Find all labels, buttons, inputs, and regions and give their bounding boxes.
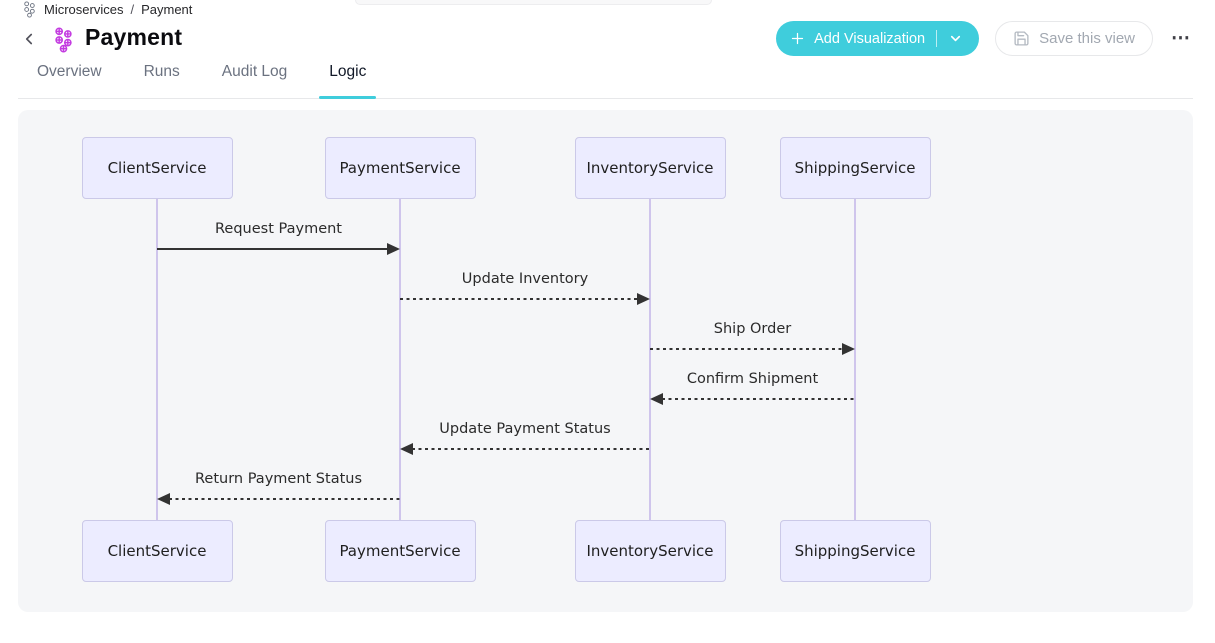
back-button[interactable] — [20, 29, 40, 49]
tab-overview[interactable]: Overview — [37, 63, 102, 80]
participant-box: ClientService — [81, 137, 233, 199]
participant-box: InventoryService — [574, 137, 726, 199]
save-icon — [1013, 30, 1030, 47]
message-line — [662, 398, 855, 400]
message-arrowhead — [842, 343, 855, 355]
message-line — [157, 248, 388, 250]
chevron-down-icon[interactable] — [948, 31, 963, 46]
message-label: Update Inventory — [461, 271, 589, 287]
participant-box: ShippingService — [779, 520, 931, 582]
participant-box: ClientService — [81, 520, 233, 582]
message-arrowhead — [400, 443, 413, 455]
breadcrumb-item-payment[interactable]: Payment — [141, 2, 193, 17]
breadcrumb: Microservices / Payment — [22, 1, 192, 18]
payment-cluster-icon — [52, 27, 75, 58]
lifeline — [649, 198, 651, 521]
toast-remnant — [355, 0, 712, 5]
participant-box: ShippingService — [779, 137, 931, 199]
message-arrowhead — [637, 293, 650, 305]
add-visualization-label: Add Visualization — [814, 30, 926, 47]
tabs-divider — [18, 98, 1193, 99]
message-label: Ship Order — [713, 321, 792, 337]
participant-box: PaymentService — [324, 137, 476, 199]
lifeline — [399, 198, 401, 521]
breadcrumb-item-microservices[interactable]: Microservices — [44, 2, 124, 17]
save-view-label: Save this view — [1039, 30, 1135, 47]
message-arrowhead — [650, 393, 663, 405]
save-view-button[interactable]: Save this view — [995, 21, 1153, 56]
message-label: Return Payment Status — [194, 471, 363, 487]
message-line — [169, 498, 400, 500]
page-title: Payment — [85, 24, 183, 50]
participant-box: PaymentService — [324, 520, 476, 582]
tab-logic[interactable]: Logic — [319, 57, 377, 99]
participant-box: InventoryService — [574, 520, 726, 582]
tab-runs[interactable]: Runs — [143, 63, 180, 80]
more-options-button[interactable]: ⋯ — [1169, 25, 1193, 52]
message-line — [400, 298, 638, 300]
message-label: Update Payment Status — [439, 421, 611, 437]
tab-audit-log[interactable]: Audit Log — [221, 63, 288, 80]
message-label: Confirm Shipment — [686, 371, 819, 387]
message-arrowhead — [387, 243, 400, 255]
add-visualization-button[interactable]: Add Visualization — [776, 21, 980, 56]
lifeline — [854, 198, 856, 521]
lifeline — [156, 198, 158, 521]
message-line — [650, 348, 843, 350]
page-header: Payment Add Visualization Save this view — [0, 20, 1215, 58]
breadcrumb-separator: / — [130, 2, 135, 17]
plus-icon — [790, 31, 805, 46]
microservices-cluster-icon — [22, 1, 37, 18]
tab-bar: Overview Runs Audit Log Logic — [0, 57, 1215, 99]
button-divider — [936, 30, 938, 47]
message-arrowhead — [157, 493, 170, 505]
header-actions: Add Visualization Save this view ⋯ — [776, 21, 1193, 56]
message-line — [412, 448, 650, 450]
message-label: Request Payment — [215, 221, 342, 237]
